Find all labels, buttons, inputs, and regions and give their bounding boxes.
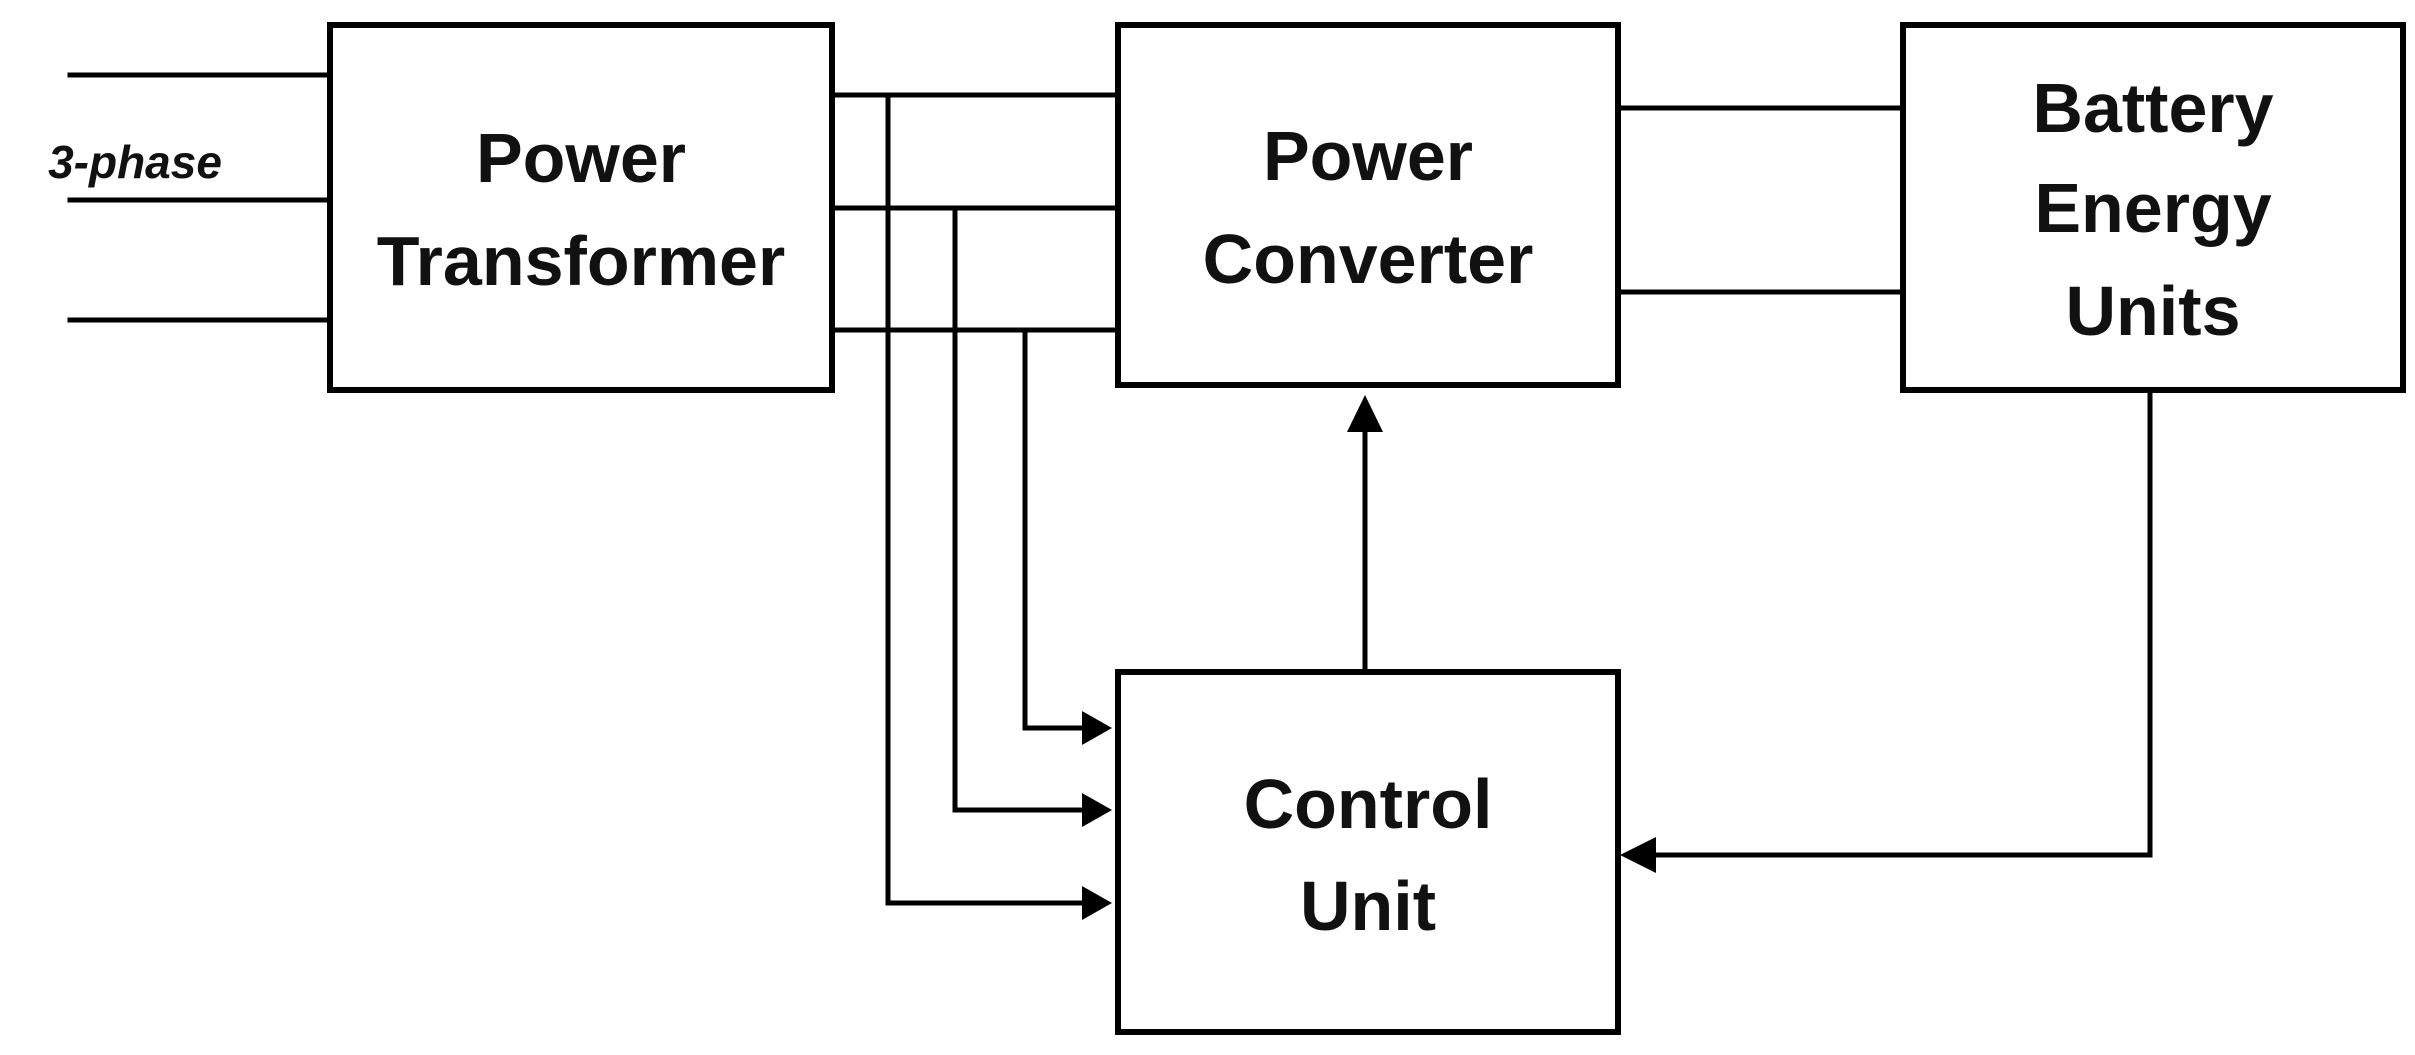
- power-converter-block: Power Converter: [1115, 22, 1621, 388]
- sense-arrow-phase-2: [1082, 793, 1112, 827]
- sense-line-phase-2: [952, 205, 1085, 813]
- battery-feedback-arrow: [1620, 837, 1656, 873]
- control-unit-label-line-2: Unit: [1300, 867, 1436, 945]
- battery-energy-units-label-line-2: Energy: [2034, 169, 2271, 247]
- power-transformer-block: Power Transformer: [327, 22, 835, 393]
- sense-line-phase-1: [885, 92, 1085, 906]
- control-signal-arrow: [1347, 395, 1383, 432]
- sense-line-phase-3: [1022, 327, 1085, 731]
- battery-energy-units-block: Battery Energy Units: [1900, 22, 2406, 393]
- battery-energy-units-label-line-1: Battery: [2032, 69, 2273, 147]
- control-unit-block: Control Unit: [1115, 669, 1621, 1035]
- power-transformer-label-line-2: Transformer: [377, 222, 785, 300]
- battery-energy-units-label-line-3: Units: [2066, 272, 2241, 350]
- power-transformer-label-line-1: Power: [476, 119, 686, 197]
- sense-arrow-phase-3: [1082, 711, 1112, 745]
- three-phase-label: 3-phase: [48, 136, 222, 188]
- battery-feedback-line: [1652, 387, 2153, 858]
- control-unit-label-line-1: Control: [1244, 765, 1493, 843]
- power-converter-label-line-2: Converter: [1203, 220, 1534, 298]
- sense-arrow-phase-1: [1082, 886, 1112, 920]
- power-converter-label-line-1: Power: [1263, 117, 1473, 195]
